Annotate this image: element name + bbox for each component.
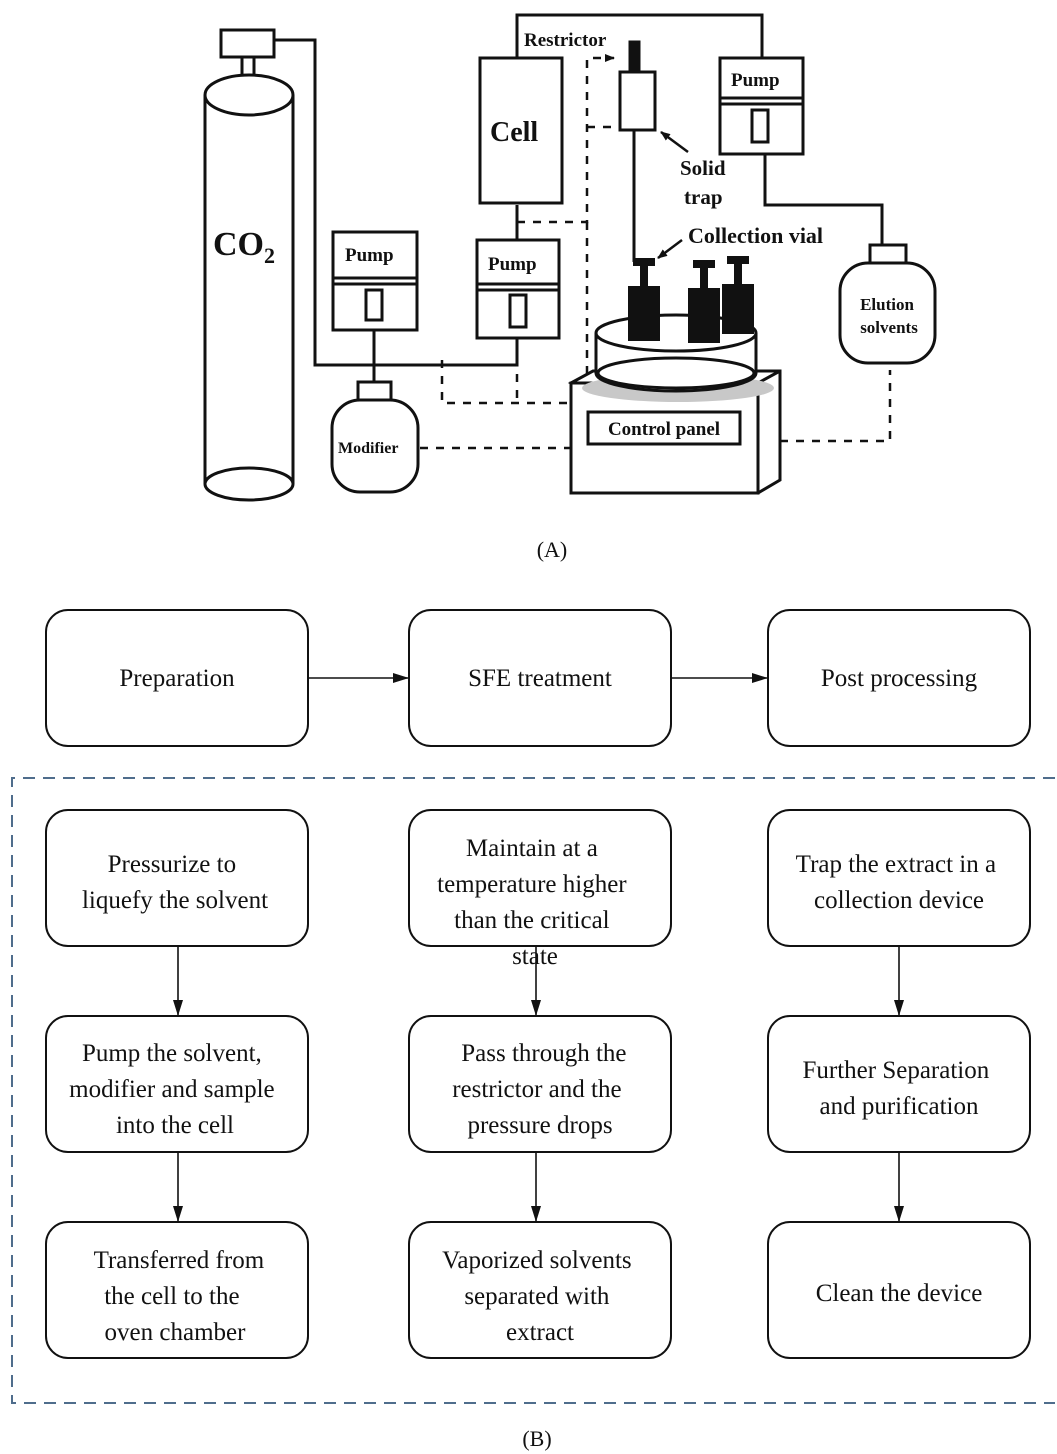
- step-text: Vaporized solvents separated with extrac…: [442, 1247, 638, 1346]
- collection-vial-label: Collection vial: [688, 223, 823, 248]
- modifier-bottle: [330, 380, 420, 494]
- elution-bottle: [838, 243, 937, 365]
- panel-b-caption: (B): [522, 1426, 551, 1451]
- stage-label-sfe-treatment: SFE treatment: [468, 665, 612, 692]
- panel-a-labels: CO2 Restrictor Cell Pump Pump Pump Solid…: [213, 30, 918, 457]
- step-text: Clean the device: [816, 1280, 983, 1307]
- pump-left-label: Pump: [345, 245, 394, 266]
- step-box: [408, 1221, 672, 1359]
- control-panel-label: Control panel: [608, 419, 720, 440]
- control-unit: [567, 313, 782, 495]
- elution-label-line1: Elution: [860, 295, 914, 314]
- pump-right-label: Pump: [731, 70, 780, 91]
- step-text: Maintain at a temperature higher than th…: [437, 835, 633, 970]
- pump-middle-label: Pump: [488, 254, 537, 275]
- step-box: [45, 809, 309, 947]
- step-box: [767, 809, 1031, 947]
- co2-cylinder: [203, 28, 295, 502]
- extraction-cell: [478, 56, 564, 205]
- dashed-container: [11, 777, 1055, 1404]
- step-box: [45, 1015, 309, 1153]
- pump-middle: [475, 238, 561, 340]
- solid-trap-label-line2: trap: [684, 185, 723, 209]
- cell-label: Cell: [490, 117, 538, 148]
- solid-trap-label-line1: Solid: [680, 156, 726, 180]
- panel-a-schematic: [203, 13, 937, 502]
- collection-vials: [628, 256, 754, 343]
- pump-left: [331, 230, 419, 332]
- step-text: Pass through the restrictor and the pres…: [452, 1040, 633, 1139]
- stage-label-post-processing: Post processing: [821, 665, 978, 692]
- step-text: Pressurize to liquefy the solvent: [82, 851, 268, 914]
- step-text: Further Separation and purification: [802, 1057, 995, 1120]
- step-box: [767, 1221, 1031, 1359]
- modifier-label: Modifier: [338, 440, 398, 457]
- restrictor-label: Restrictor: [524, 30, 607, 51]
- step-text: Transferred from the cell to the oven ch…: [94, 1247, 271, 1346]
- control-dashed-lines: [420, 54, 892, 450]
- panel-b-flowchart: Preparation SFE treatment Post processin…: [11, 609, 1055, 1404]
- elution-label-line2: solvents: [860, 318, 918, 337]
- restrictor: [628, 40, 641, 74]
- pump-right: [718, 56, 805, 156]
- step-text: Trap the extract in a collection device: [796, 851, 1003, 914]
- step-box: [45, 1221, 309, 1359]
- step-box: [408, 1015, 672, 1153]
- panel-a-caption: (A): [537, 537, 568, 562]
- step-box: [767, 1015, 1031, 1153]
- stage-label-preparation: Preparation: [119, 665, 235, 692]
- co2-label: CO2: [213, 226, 275, 268]
- tubing-lines: [274, 13, 884, 382]
- step-text: Pump the solvent, modifier and sample in…: [69, 1040, 281, 1139]
- step-box: [408, 809, 672, 947]
- stage-box-post-processing: [767, 609, 1031, 747]
- solid-trap: [618, 70, 657, 132]
